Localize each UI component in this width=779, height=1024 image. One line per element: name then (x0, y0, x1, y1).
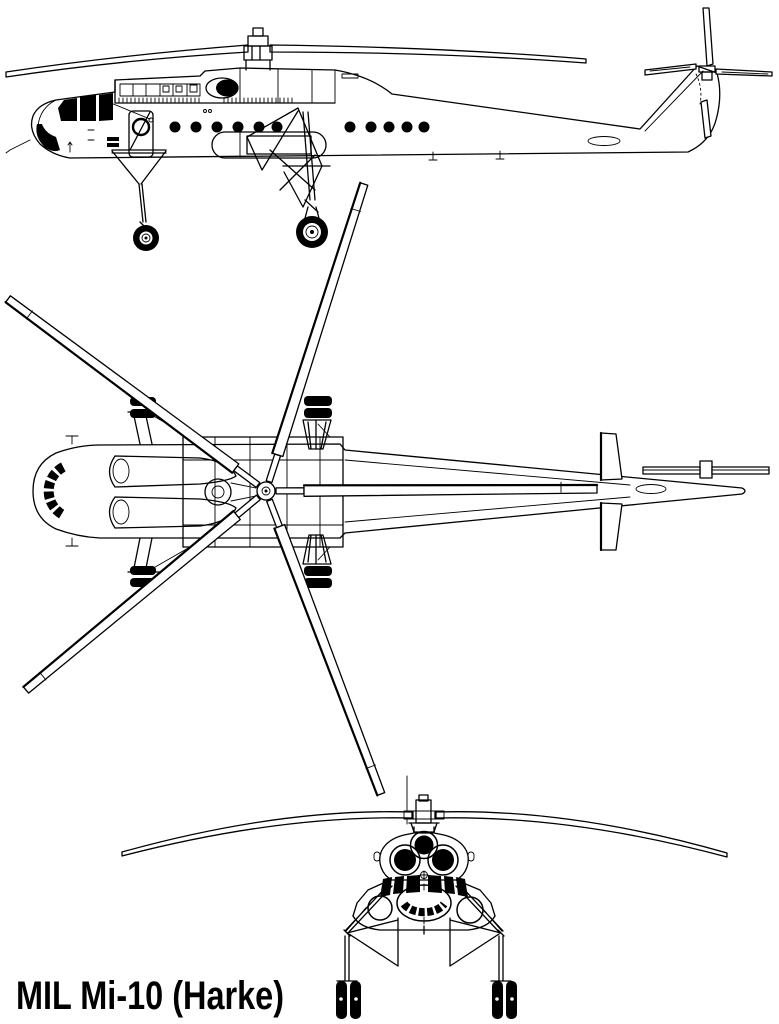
tail-rotor-blade-upper (702, 7, 714, 67)
chin-window-side (36, 124, 60, 152)
engine-intake-center (414, 835, 434, 855)
tail-rotor-blade-lower (700, 99, 712, 139)
windshield-side (58, 93, 113, 121)
tail-rotor-top (642, 460, 770, 479)
engine-intake-side (216, 79, 238, 97)
top-view (4, 181, 770, 797)
main-rotor-top (4, 181, 599, 797)
door-porthole (131, 117, 151, 137)
fuselage-side (5, 65, 721, 161)
blade-e (303, 484, 598, 497)
main-rotor-side (5, 27, 587, 78)
caption: MIL Mi-10 (Harke) (16, 974, 284, 1018)
engine-cowl-side (205, 67, 359, 104)
stabilizer-left (644, 63, 697, 76)
porthole-windows (169, 121, 430, 133)
main-rotor-front (121, 775, 728, 858)
fuselage-top (32, 396, 770, 588)
chin-windows-front (400, 901, 448, 917)
tail-skids (428, 150, 505, 161)
crew-door (128, 110, 154, 158)
engine-cluster-front (373, 826, 475, 881)
engine-intake-left (394, 849, 416, 871)
engine-intake-right (432, 849, 454, 871)
blade-d (273, 523, 386, 797)
stabilizer-right (715, 68, 773, 77)
blade-b (4, 295, 240, 474)
tail-unit-side (644, 7, 773, 139)
side-view (5, 7, 773, 251)
cockpit-glazing-top (43, 462, 66, 520)
upper-deck-details (105, 83, 293, 123)
windshield-front (380, 875, 468, 897)
gear-front-left (336, 883, 399, 1019)
front-gear-side (111, 111, 167, 251)
tailplane-top (599, 431, 623, 552)
front-view (121, 775, 728, 1019)
side-window-left (367, 895, 393, 921)
rear-gear-side (246, 107, 331, 248)
gear-front-right (449, 883, 517, 1019)
exhaust-fairing (587, 136, 621, 146)
